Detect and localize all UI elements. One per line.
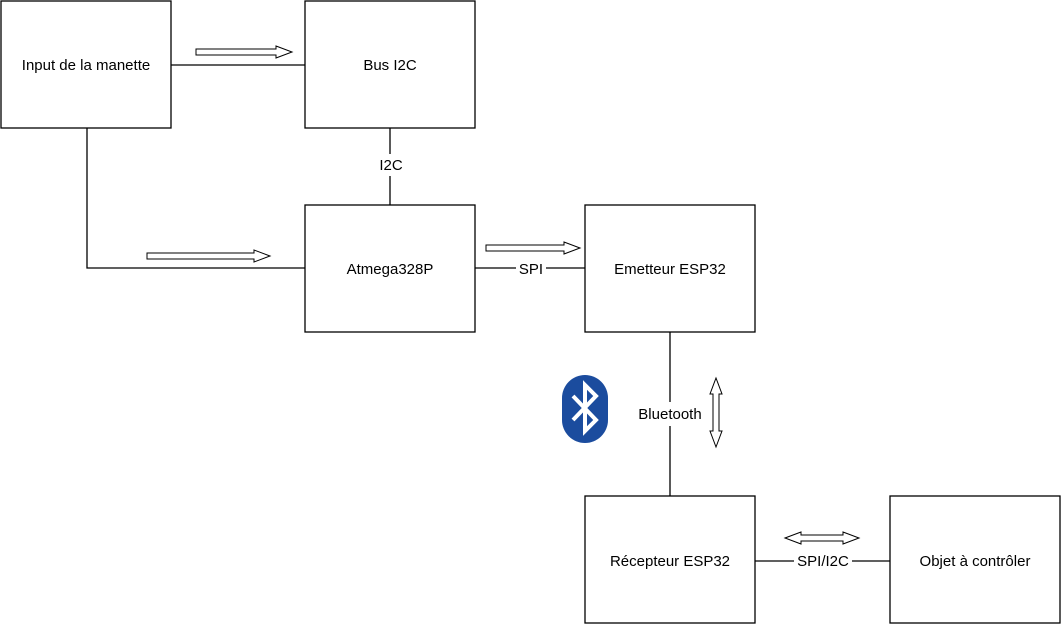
arrow-input-to-bus bbox=[195, 45, 294, 59]
connection-label-bluetooth: Bluetooth bbox=[629, 402, 711, 426]
box-atmega328p-label: Atmega328P bbox=[347, 261, 434, 278]
connection-label-spi-i2c-text: SPI/I2C bbox=[797, 553, 849, 570]
arrow-atmega-to-emetteur bbox=[485, 241, 582, 255]
box-recepteur-esp32-label: Récepteur ESP32 bbox=[610, 553, 730, 570]
box-input-de-la-manette-label: Input de la manette bbox=[22, 57, 150, 74]
arrow-spi-i2c-bidirectional bbox=[783, 531, 861, 545]
arrow-bluetooth-bidirectional bbox=[709, 376, 723, 449]
connection-label-spi-i2c: SPI/I2C bbox=[794, 550, 852, 572]
box-input-de-la-manette: Input de la manette bbox=[0, 0, 172, 129]
box-bus-i2c: Bus I2C bbox=[304, 0, 476, 129]
connection-label-bluetooth-text: Bluetooth bbox=[638, 406, 701, 423]
box-atmega328p: Atmega328P bbox=[304, 204, 476, 333]
bluetooth-icon bbox=[562, 375, 608, 443]
box-objet-a-controler: Objet à contrôler bbox=[889, 495, 1061, 624]
box-bus-i2c-label: Bus I2C bbox=[363, 57, 417, 74]
connection-label-spi: SPI bbox=[516, 258, 546, 280]
box-emetteur-esp32: Emetteur ESP32 bbox=[584, 204, 756, 333]
box-objet-a-controler-label: Objet à contrôler bbox=[920, 553, 1031, 570]
wire-input-to-atmega bbox=[86, 128, 305, 269]
arrow-input-to-atmega bbox=[146, 249, 272, 263]
connection-label-i2c-text: I2C bbox=[379, 157, 403, 174]
connection-label-spi-text: SPI bbox=[519, 261, 543, 278]
box-emetteur-esp32-label: Emetteur ESP32 bbox=[614, 261, 726, 278]
box-recepteur-esp32: Récepteur ESP32 bbox=[584, 495, 756, 624]
connection-label-i2c: I2C bbox=[376, 154, 406, 176]
